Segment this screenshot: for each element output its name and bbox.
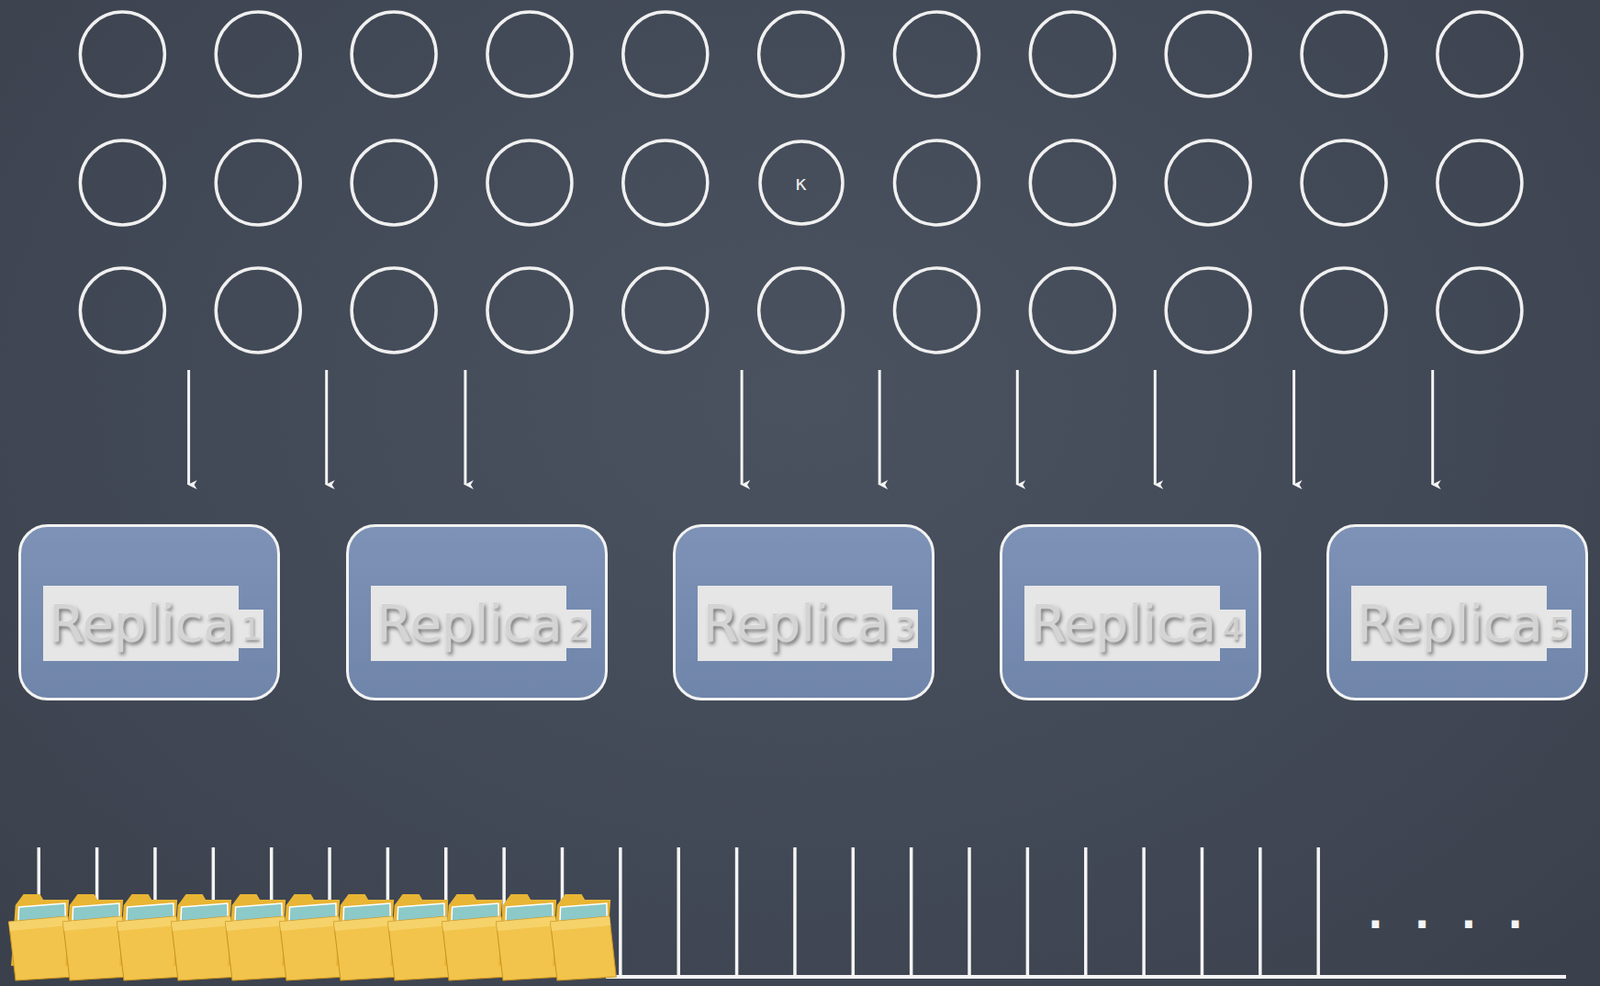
replica-name: Replica [1024,585,1220,661]
tick [1084,847,1088,977]
circle [1301,11,1387,97]
circle [487,268,572,353]
down-arrow [1431,369,1434,485]
label-plate: Replica1 [43,585,264,661]
circle [487,11,572,97]
replica-box: Replica4 [999,524,1262,701]
tick [1026,847,1030,977]
replica-name: Replica [43,585,239,661]
circle [1437,11,1522,97]
replica-box: Replica2 [346,524,608,701]
tick [909,847,914,977]
ellipsis: .... [1367,890,1555,938]
replica-index: 1 [238,609,265,649]
replica-index: 3 [892,609,918,649]
label-plate: Replica2 [370,585,592,661]
replica-index: 4 [1219,609,1246,649]
tick [676,847,681,977]
circle [1437,268,1522,353]
circle [759,11,844,97]
circle [351,268,437,353]
replica-box: Replica3 [672,524,935,701]
circle [215,268,301,353]
tick [1258,847,1263,977]
tick [851,847,856,977]
tick [1316,847,1321,977]
circle-grid [79,11,1522,353]
tick [1141,847,1146,977]
replica-box: Replica5 [1326,524,1589,701]
label-plate: Replica3 [697,585,918,661]
replica-index: 5 [1546,609,1573,649]
tick [735,847,739,977]
circle [1301,140,1387,225]
down-arrow [324,369,328,485]
tick [618,847,623,977]
circle [623,140,708,225]
circle [215,11,301,97]
circle [487,140,572,225]
circle [79,268,165,353]
down-arrow [740,369,744,485]
circle [759,268,844,353]
circle [623,268,708,353]
circle [895,11,980,97]
circle [623,11,708,97]
circle [1029,268,1115,353]
circle [1165,11,1251,97]
circle [1301,268,1387,353]
circle [351,140,437,225]
folder-stack [4,894,623,981]
circle [79,11,165,97]
kappa-circle: κ [758,139,845,226]
symbol-label: κ [794,171,807,195]
circle [1029,11,1115,97]
circle [79,140,165,225]
replica-index: 2 [566,609,593,649]
replica-name: Replica [697,585,894,661]
circle [1029,140,1115,225]
down-arrow [1153,369,1157,485]
circle [1165,268,1251,353]
circle [760,141,843,224]
label-plate: Replica4 [1024,585,1245,661]
down-arrow [187,369,191,485]
circle [895,140,980,225]
folder-icon [546,894,623,981]
tick [1200,847,1205,977]
down-arrow [1016,369,1019,485]
replica-box: Replica1 [18,524,280,701]
replica-name: Replica [370,585,567,661]
arrow-set [189,369,1433,485]
circle [351,11,437,97]
label-plate: Replica5 [1351,585,1572,661]
replica-name: Replica [1351,585,1547,661]
tick [967,847,972,977]
down-arrow [463,369,467,485]
down-arrow [1292,369,1296,485]
down-arrow [878,369,882,485]
circle [1437,140,1522,225]
circle [1165,140,1251,225]
circle [215,140,301,225]
tick [793,847,797,977]
circle [895,268,980,353]
